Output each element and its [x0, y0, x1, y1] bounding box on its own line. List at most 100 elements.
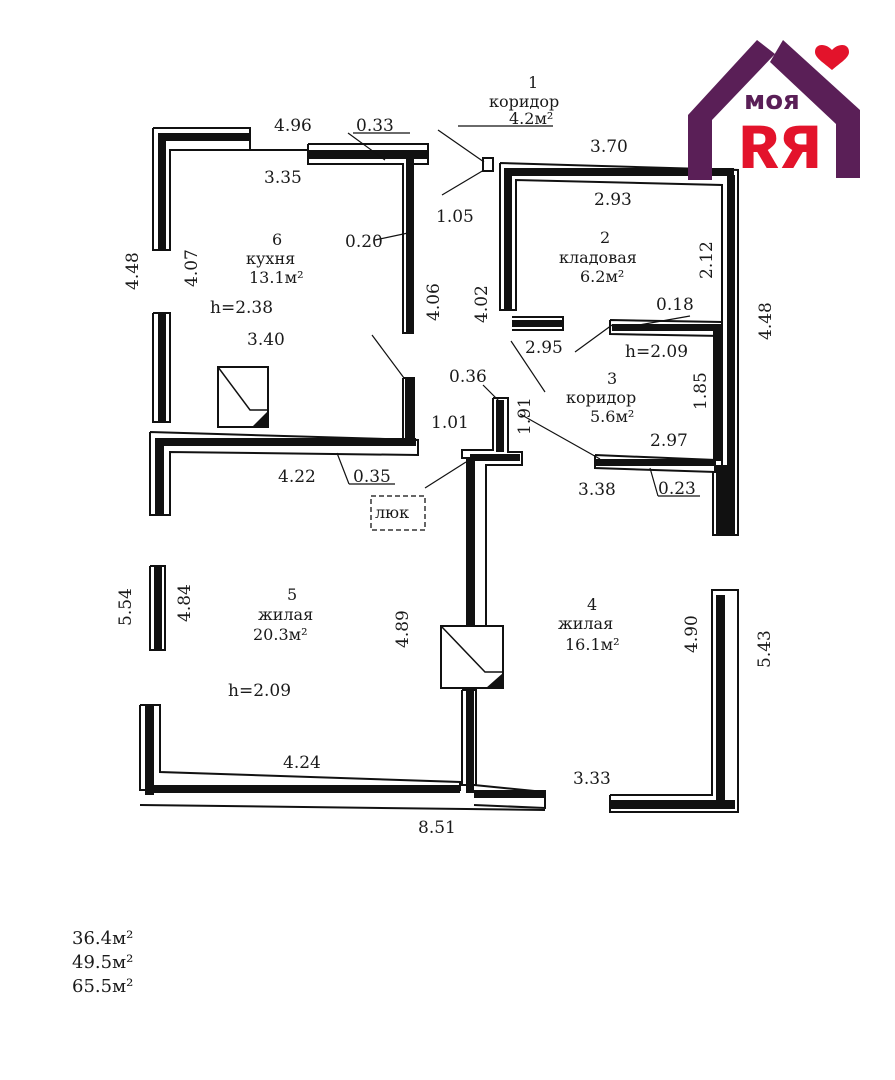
wall-fill — [406, 159, 414, 333]
room-2: 2 кладовая 6.2м² — [559, 228, 637, 286]
room-number: 1 — [528, 73, 538, 92]
room-number: 4 — [587, 595, 597, 614]
dimension: 1.05 — [436, 207, 474, 227]
dimension: 4.89 — [393, 610, 413, 648]
dimension: 2.93 — [594, 190, 632, 210]
wall — [512, 316, 564, 331]
wall — [139, 804, 546, 811]
hatch-label: люк — [375, 503, 409, 522]
room-number: 3 — [607, 369, 617, 388]
wall-fill — [158, 313, 166, 421]
dimension: 4.06 — [424, 283, 444, 321]
wall-fill — [716, 465, 727, 535]
wall-fill — [512, 320, 562, 327]
wall-fill — [504, 168, 734, 176]
room-area: 13.1м² — [249, 268, 303, 287]
dimension: 5.43 — [755, 630, 775, 668]
heart-icon — [815, 44, 849, 70]
dimension: 3.33 — [573, 769, 611, 789]
dimension: 4.90 — [682, 615, 702, 653]
room-number: 5 — [287, 585, 297, 604]
dimension: 4.48 — [123, 252, 143, 290]
wall-fill — [610, 800, 735, 809]
dimension: 4.96 — [274, 116, 312, 136]
room-name: коридор — [566, 388, 636, 407]
room-3: 3 коридор 5.6м² — [566, 369, 636, 426]
ceiling-height: h=2.09 — [228, 681, 291, 701]
dimension: 0.33 — [356, 116, 394, 136]
dimension: 1.01 — [431, 413, 469, 433]
wall-fill — [145, 705, 154, 795]
wall — [149, 431, 419, 516]
wall — [139, 704, 461, 791]
room-6: 6 кухня 13.1м² — [246, 230, 303, 287]
dimension: 3.38 — [578, 480, 616, 500]
wall-fill — [466, 690, 474, 793]
wall-fill — [504, 168, 512, 310]
room-name: коридор — [489, 92, 559, 111]
wall — [473, 784, 546, 810]
total-area: 36.4м² — [72, 928, 133, 949]
dimension: 4.84 — [175, 584, 195, 622]
wall-fill — [158, 133, 250, 141]
dimension: 0.18 — [656, 295, 694, 315]
dimension: 3.70 — [590, 137, 628, 157]
room-name: жилая — [258, 605, 313, 624]
wall-fill — [596, 459, 716, 466]
room-number: 2 — [600, 228, 610, 247]
wall-fill — [155, 438, 164, 515]
dimension: 5.54 — [116, 588, 136, 626]
wall-fill — [155, 438, 416, 446]
dimension: 2.95 — [525, 338, 563, 358]
room-1: 1 коридор 4.2м² — [489, 73, 559, 128]
brand-logo: моя Я Я — [688, 40, 860, 182]
dimension: 1.85 — [691, 372, 711, 410]
wall — [152, 127, 251, 251]
dimension: 2.97 — [650, 431, 688, 451]
room-area: 6.2м² — [580, 267, 624, 286]
dimension: 1.91 — [515, 397, 535, 435]
room-name: кухня — [246, 249, 295, 268]
wall-fill — [496, 400, 504, 452]
area-totals: 36.4м² 49.5м² 65.5м² — [72, 928, 133, 997]
ceiling-height: h=2.38 — [210, 298, 273, 318]
wall-fill — [727, 175, 735, 535]
logo-text: Я — [737, 114, 782, 182]
room-number: 6 — [272, 230, 282, 249]
wall-fill — [716, 595, 725, 805]
dimension: 0.20 — [345, 232, 383, 252]
room-4: 4 жилая 16.1м² — [558, 595, 619, 654]
dimension: 3.35 — [264, 168, 302, 188]
room-area: 16.1м² — [565, 635, 619, 654]
wall-fill — [466, 458, 474, 628]
wall-fill — [154, 566, 162, 650]
dimension: 0.35 — [353, 467, 391, 487]
total-area: 65.5м² — [72, 976, 133, 997]
logo-text: Я — [778, 114, 823, 182]
wall-fill — [145, 785, 460, 793]
room-name: кладовая — [559, 248, 637, 267]
room-5: 5 жилая 20.3м² — [253, 585, 313, 644]
wall-fill — [308, 150, 428, 159]
wall-fill — [474, 790, 546, 798]
logo-text: моя — [744, 86, 800, 116]
wall-fill — [158, 133, 166, 250]
total-area: 49.5м² — [72, 952, 133, 973]
wall — [482, 157, 494, 172]
wall — [609, 589, 739, 813]
wall-fill — [612, 324, 722, 331]
room-area: 5.6м² — [590, 407, 634, 426]
dimension: 4.07 — [182, 249, 202, 287]
dimension: 8.51 — [418, 818, 456, 838]
room-name: жилая — [558, 614, 613, 633]
hatch-box — [370, 495, 426, 531]
dimension: 0.23 — [658, 479, 696, 499]
dimension: 2.12 — [697, 241, 717, 279]
dimension: 0.36 — [449, 367, 487, 387]
dimension: 4.02 — [472, 285, 492, 323]
dimension: 4.22 — [278, 467, 316, 487]
room-area: 20.3м² — [253, 625, 307, 644]
ceiling-height: h=2.09 — [625, 342, 688, 362]
wall — [594, 454, 716, 474]
